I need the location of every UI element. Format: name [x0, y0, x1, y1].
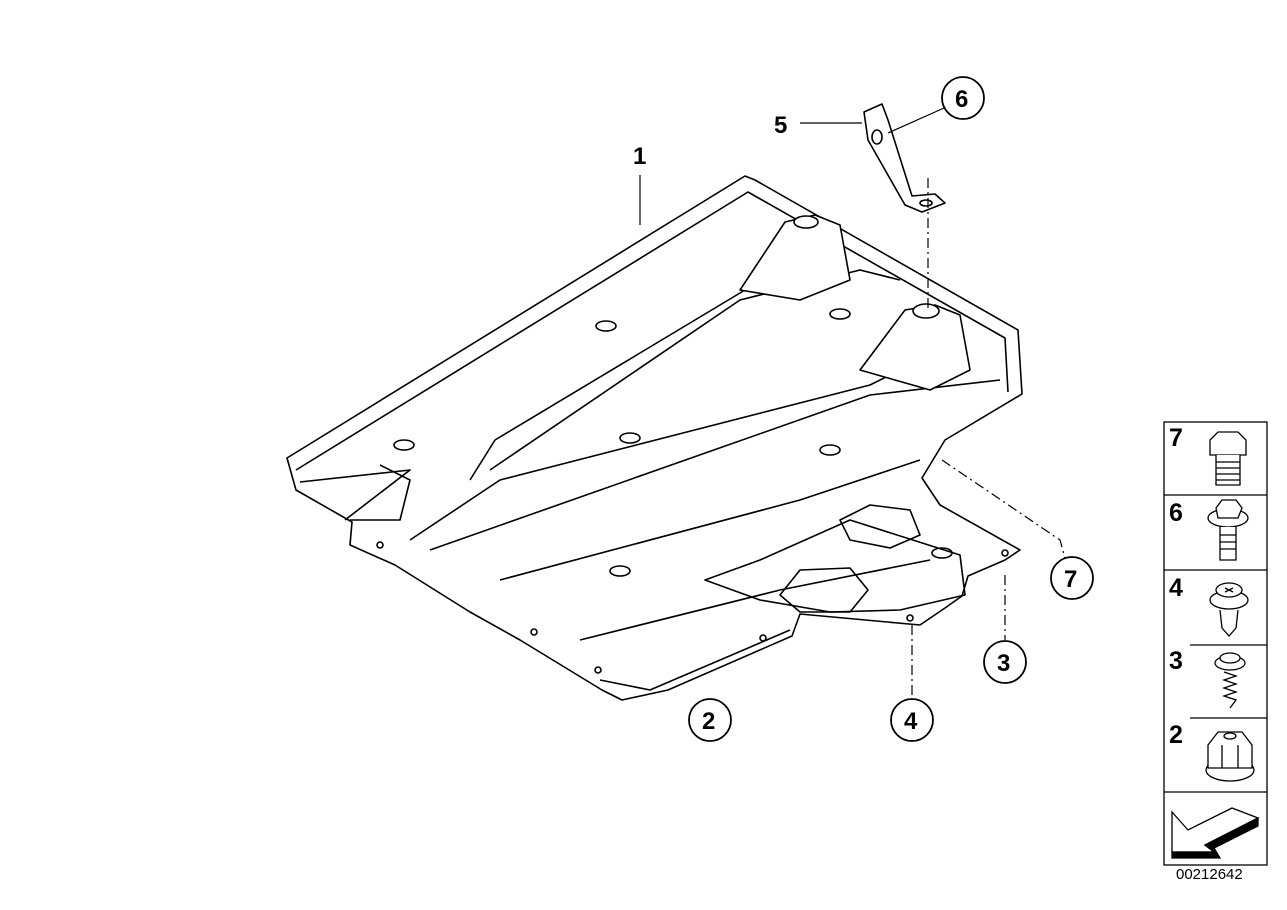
legend-number-3: 3	[1169, 647, 1183, 675]
bracket[interactable]	[863, 103, 946, 213]
diagram-reference-number: 00212642	[1176, 866, 1243, 883]
legend-number-7: 7	[1169, 424, 1183, 452]
callout-3: 3	[997, 650, 1010, 677]
underbody-guard-plate[interactable]	[286, 175, 1023, 701]
callout-6-circle	[941, 76, 985, 120]
tapping-screw-icon	[1214, 652, 1246, 709]
callout-3-circle	[983, 640, 1027, 684]
hex-nut-icon	[1205, 731, 1255, 782]
callout-7: 7	[1064, 566, 1077, 593]
legend-number-2: 2	[1169, 721, 1183, 749]
callout-circles	[688, 76, 1094, 742]
parts-legend	[1163, 421, 1268, 866]
callout-1: 1	[633, 143, 646, 170]
callout-4-circle	[890, 698, 934, 742]
callout-4: 4	[904, 708, 918, 735]
leader-lines	[639, 107, 1066, 698]
callout-6: 6	[955, 86, 968, 113]
callout-5: 5	[774, 112, 787, 139]
callout-2: 2	[702, 708, 715, 735]
legend-number-6: 6	[1169, 499, 1183, 527]
hex-bolt-icon	[1209, 431, 1247, 486]
callout-2-circle	[688, 698, 732, 742]
legend-number-4: 4	[1169, 574, 1183, 602]
collar-bolt-icon	[1207, 499, 1249, 561]
direction-arrow-icon	[1171, 807, 1260, 859]
expanding-rivet-icon	[1209, 582, 1249, 637]
callout-7-circle	[1050, 556, 1094, 600]
